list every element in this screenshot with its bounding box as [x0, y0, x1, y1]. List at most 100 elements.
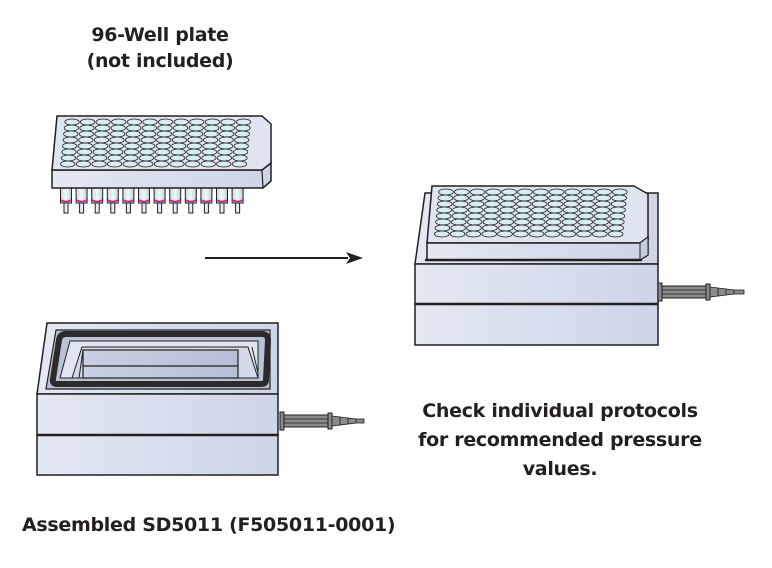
well	[217, 148, 233, 156]
well	[173, 124, 189, 132]
well	[186, 148, 202, 156]
well	[515, 206, 531, 214]
well	[171, 136, 187, 144]
well	[608, 224, 624, 232]
plate-tip	[75, 187, 88, 214]
well	[593, 218, 609, 226]
well	[514, 218, 530, 226]
well	[233, 142, 249, 150]
well	[63, 124, 80, 132]
well	[576, 230, 592, 238]
pressure-note: Check individual protocols for recommend…	[395, 397, 725, 484]
manifold-base	[414, 303, 659, 346]
well	[92, 148, 108, 156]
well	[500, 200, 516, 208]
well	[188, 130, 204, 138]
well	[140, 142, 156, 150]
well	[95, 124, 111, 132]
well	[156, 136, 172, 144]
plate-tip	[106, 187, 119, 214]
plate-tip	[91, 187, 104, 214]
well	[453, 194, 470, 202]
well	[154, 154, 170, 162]
well	[563, 200, 579, 208]
well	[608, 218, 625, 226]
well	[594, 206, 610, 214]
well	[517, 188, 533, 196]
well	[498, 218, 515, 226]
well	[467, 206, 484, 214]
well	[173, 118, 189, 126]
well	[436, 200, 453, 208]
well	[577, 218, 593, 226]
well	[107, 160, 123, 168]
well	[580, 188, 596, 196]
arrow-icon	[205, 252, 363, 264]
well	[216, 160, 232, 168]
well	[560, 224, 577, 232]
well	[576, 224, 593, 232]
well	[593, 212, 610, 220]
well	[234, 130, 250, 138]
well	[453, 188, 470, 196]
well	[546, 206, 563, 214]
well	[434, 224, 451, 232]
well	[435, 218, 451, 226]
well	[126, 118, 142, 126]
well	[449, 230, 466, 238]
well	[465, 230, 482, 238]
well	[153, 160, 169, 168]
well	[200, 160, 216, 168]
well	[483, 206, 500, 214]
well	[158, 118, 174, 126]
well	[157, 124, 173, 132]
well	[156, 130, 172, 138]
well	[529, 224, 545, 232]
well	[185, 154, 201, 162]
plate-caption: 96-Well plate (not included)	[60, 22, 260, 74]
well	[450, 224, 467, 232]
well	[469, 188, 486, 196]
manifold-open	[36, 322, 365, 476]
well	[236, 118, 252, 126]
well	[594, 200, 611, 208]
well	[78, 136, 94, 144]
well	[610, 206, 626, 214]
open-manifold-base	[36, 434, 279, 476]
vacuum-connector-icon	[657, 282, 745, 302]
well	[171, 142, 187, 150]
well	[108, 148, 124, 156]
well	[93, 136, 110, 144]
well	[218, 142, 234, 150]
well	[484, 200, 501, 208]
well	[123, 148, 139, 156]
plate-tip	[184, 187, 197, 214]
well	[548, 188, 565, 196]
well	[63, 130, 79, 138]
well	[466, 218, 483, 226]
well	[483, 212, 499, 220]
well	[124, 142, 140, 150]
well	[220, 118, 236, 126]
well	[532, 188, 549, 196]
well-plate	[51, 115, 272, 214]
well	[436, 206, 453, 214]
well	[138, 160, 154, 168]
pressure-note-line-3: values.	[522, 458, 598, 480]
well	[202, 142, 218, 150]
well	[219, 130, 235, 138]
well	[235, 124, 251, 132]
well	[204, 118, 220, 126]
well	[563, 194, 580, 202]
well	[578, 206, 595, 214]
plate-wells	[60, 118, 252, 168]
well	[498, 212, 515, 220]
well	[530, 212, 547, 220]
well	[126, 124, 142, 132]
well	[61, 148, 77, 156]
plate-caption-line-2: (not included)	[86, 50, 234, 72]
plate-tip	[169, 187, 182, 214]
manifold-gasket	[49, 331, 272, 387]
well	[579, 194, 596, 202]
